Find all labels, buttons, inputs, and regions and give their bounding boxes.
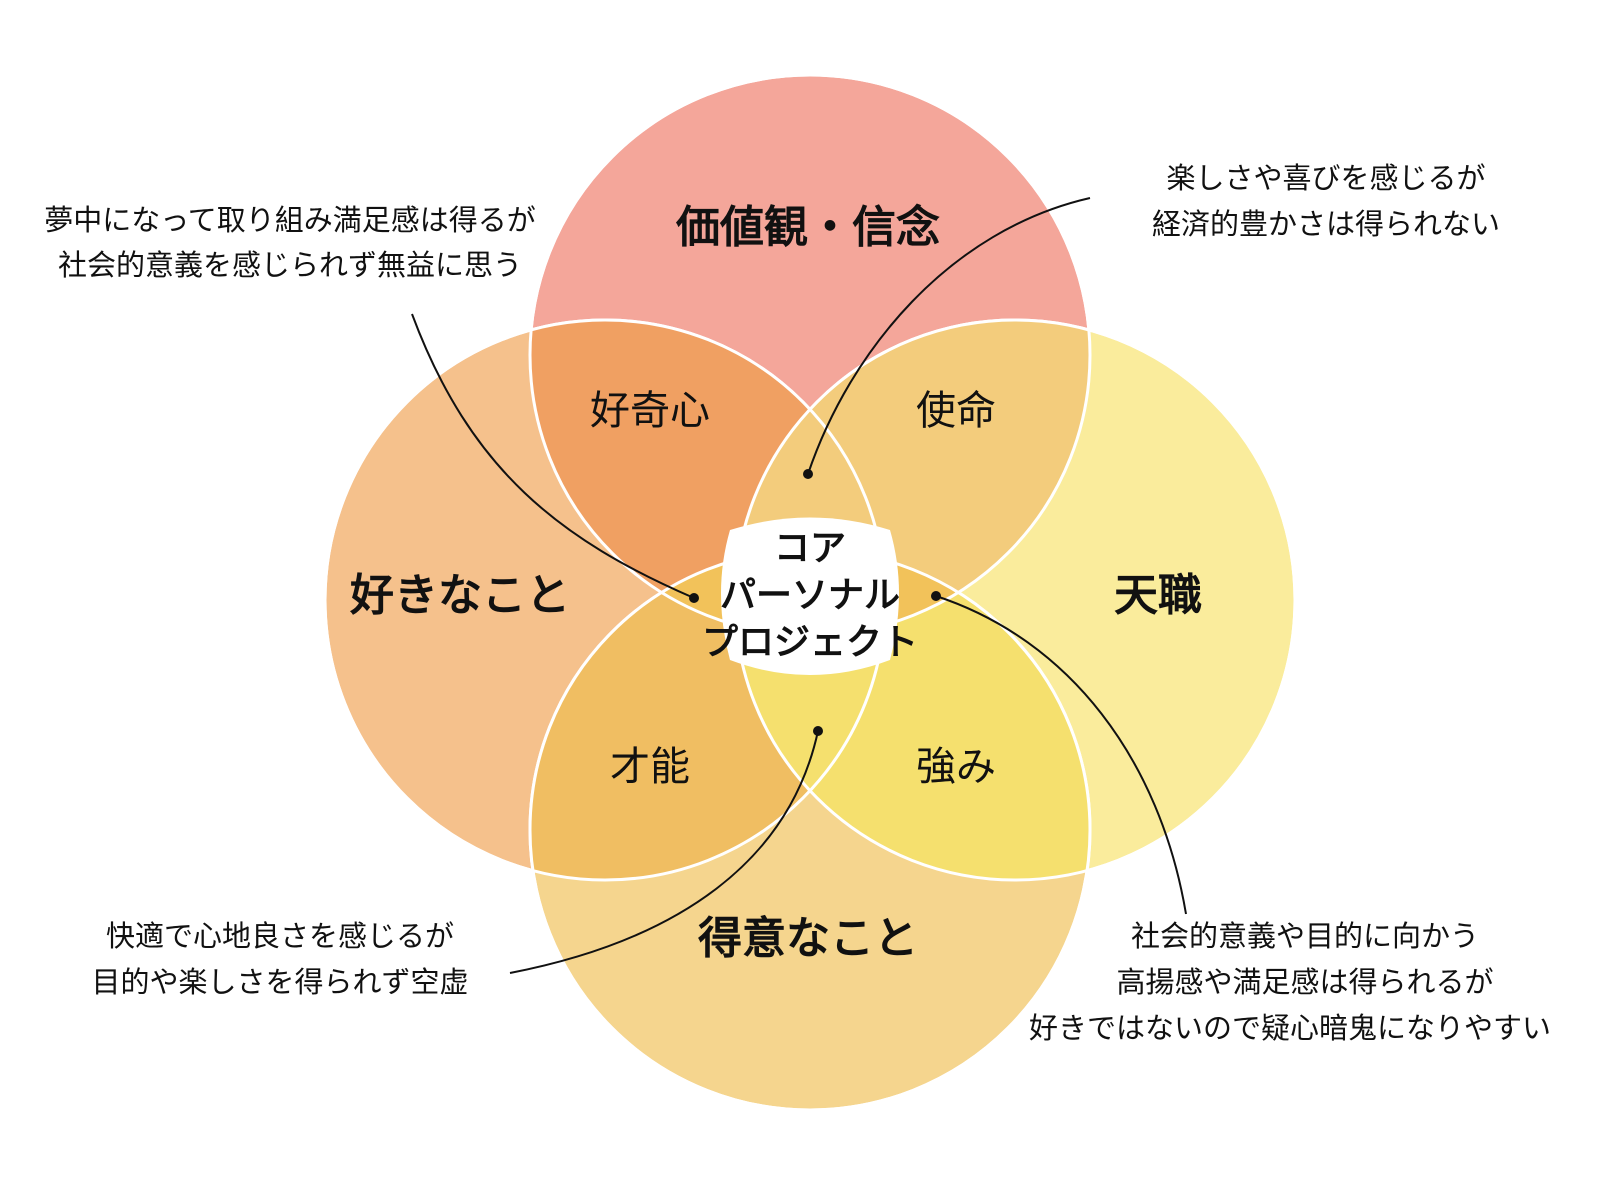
core-line-2: パーソナル [720, 575, 900, 616]
label-mission: 使命 [916, 388, 996, 434]
leader-top-right [807, 197, 1091, 475]
note-bottom-left-2: 目的や楽しさを得られず空虚 [91, 965, 468, 999]
leader-dot-top-right [803, 469, 813, 479]
note-bottom-right-3: 好きではないので疑心暗鬼になりやすい [1029, 1011, 1551, 1045]
leader-dot-top-left [689, 593, 699, 603]
note-bottom-right-1: 社会的意義や目的に向かう [1131, 919, 1479, 953]
note-top-right-1: 楽しさや喜びを感じるが [1166, 161, 1485, 195]
leader-top-left [411, 313, 695, 599]
core-line-1: コア [774, 528, 846, 569]
label-likes: 好きなこと [349, 570, 570, 621]
note-top-right-2: 経済的豊かさは得られない [1152, 207, 1500, 241]
label-curiosity: 好奇心 [590, 388, 710, 434]
label-values: 価値観・信念 [675, 202, 940, 253]
leader-bottom-right [935, 595, 1187, 915]
note-bottom-right-2: 高揚感や満足感は得られるが [1116, 965, 1493, 999]
note-top-left-1: 夢中になって取り組み満足感は得るが [44, 203, 536, 237]
label-strength: 強み [916, 744, 996, 790]
core-shape [721, 517, 899, 675]
leader-dot-bottom-left [813, 726, 823, 736]
label-vocation: 天職 [1114, 570, 1202, 621]
label-talent: 才能 [610, 744, 690, 790]
note-bottom-left-1: 快適で心地良さを感じるが [106, 919, 454, 953]
core-line-3: プロジェクト [702, 622, 918, 663]
label-skills: 得意なこと [697, 913, 918, 964]
note-top-left-2: 社会的意義を感じられず無益に思う [58, 248, 522, 282]
leader-dot-bottom-right [931, 591, 941, 601]
leader-bottom-left [509, 730, 819, 974]
